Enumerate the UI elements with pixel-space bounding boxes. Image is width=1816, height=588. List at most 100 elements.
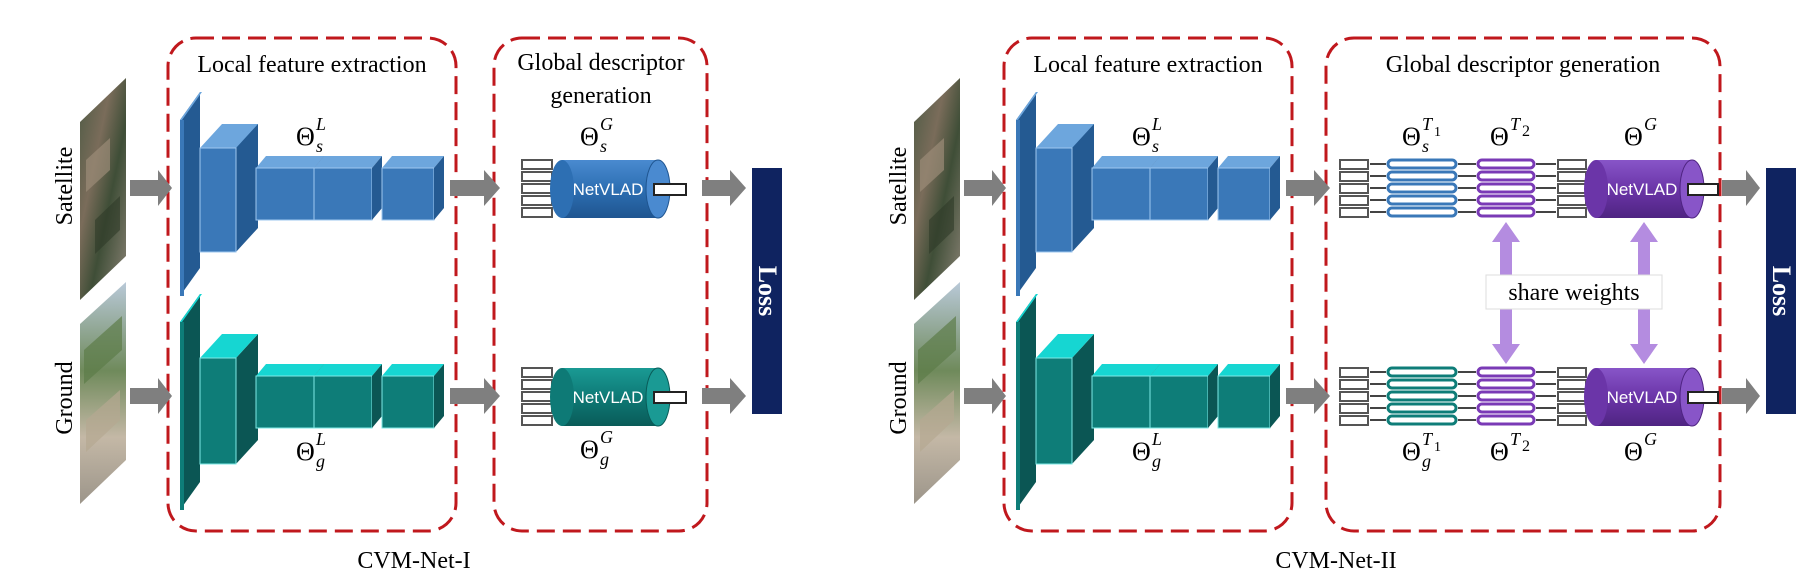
svg-text:g: g [600, 449, 609, 469]
satellite-feature-arrow [450, 170, 500, 206]
local-feature-box-2 [1002, 36, 1294, 533]
satellite-local-features [521, 159, 553, 218]
theta-g-T1-label: Θ T 1 g [1402, 429, 1441, 471]
share-weights-label: share weights [1508, 280, 1639, 306]
satellite-cnn-blocks-2 [1016, 92, 1280, 296]
svg-text:Θ: Θ [1624, 437, 1643, 466]
svg-text:G: G [1644, 114, 1657, 134]
satellite-image-2 [914, 78, 960, 300]
caption-cvm-net-2: CVM-Net-II [1275, 548, 1396, 574]
svg-text:Θ: Θ [296, 122, 315, 151]
svg-text:Θ: Θ [1490, 437, 1509, 466]
theta-g-G-label: Θ G g [580, 427, 613, 469]
local-feature-box [166, 36, 458, 533]
caption-cvm-net-1: CVM-Net-I [357, 548, 470, 574]
ground-local-features [521, 367, 553, 426]
global-descriptor-title-line2: generation [550, 83, 651, 109]
svg-text:Θ: Θ [1132, 437, 1151, 466]
ground-cnn-blocks [180, 294, 444, 510]
ground-label-2: Ground [886, 361, 912, 434]
svg-text:NetVLAD: NetVLAD [1607, 180, 1678, 199]
local-feature-title-2: Local feature extraction [1033, 52, 1262, 78]
svg-text:s: s [1152, 136, 1159, 156]
svg-text:Θ: Θ [1402, 437, 1421, 466]
ground-transform-T1 [1386, 366, 1458, 426]
ground-local-features-2 [1339, 367, 1369, 426]
satellite-input-arrow [130, 170, 172, 206]
satellite-descriptor-arrow [702, 170, 746, 206]
theta-G-top-label: Θ G [1624, 114, 1657, 151]
satellite-local-features-2 [1339, 159, 1369, 218]
svg-text:T: T [1422, 114, 1434, 134]
svg-text:L: L [1151, 429, 1162, 449]
ground-post-arrows [1536, 371, 1556, 421]
satellite-transform-T1 [1386, 158, 1458, 218]
theta-T2-bottom-label: Θ T 2 [1490, 429, 1530, 466]
ground-image-2 [914, 282, 960, 504]
svg-text:L: L [315, 114, 326, 134]
ground-image [80, 282, 126, 504]
svg-text:1: 1 [1434, 440, 1441, 455]
ground-input-arrow [130, 378, 172, 414]
netvlad-ground: NetVLAD [550, 367, 687, 427]
theta-s-L-label: Θ L s [296, 114, 326, 156]
loss-label-2: Loss [1767, 266, 1796, 317]
ground-T2-arrows [1458, 371, 1476, 421]
theta-T2-top-label: Θ T 2 [1490, 114, 1530, 151]
svg-text:Θ: Θ [580, 435, 599, 464]
ground-feature-arrow-2 [1286, 378, 1330, 414]
satellite-T1-arrows [1370, 163, 1386, 213]
svg-text:Θ: Θ [1624, 122, 1643, 151]
satellite-descriptor-arrow-2 [1722, 170, 1760, 206]
global-descriptor-title-line1: Global descriptor [517, 50, 684, 76]
cvm-net-1-panel: Local feature extraction Global descript… [52, 36, 782, 574]
svg-text:L: L [1151, 114, 1162, 134]
svg-text:NetVLAD: NetVLAD [1607, 388, 1678, 407]
satellite-label: Satellite [52, 147, 78, 226]
svg-text:g: g [1152, 451, 1161, 471]
satellite-label-2: Satellite [886, 147, 912, 226]
ground-feature-arrow [450, 378, 500, 414]
theta-s-G-label: Θ G s [580, 114, 613, 156]
svg-text:2: 2 [1522, 123, 1530, 140]
loss-bar [752, 168, 782, 414]
netvlad-satellite: NetVLAD [550, 159, 687, 219]
ground-T1-arrows [1370, 371, 1386, 421]
svg-text:L: L [315, 429, 326, 449]
ground-transform-T2 [1476, 366, 1536, 426]
satellite-input-arrow-2 [964, 170, 1006, 206]
cvm-net-2-panel: Local feature extraction Global descript… [886, 36, 1796, 574]
svg-text:g: g [1422, 451, 1431, 471]
svg-text:G: G [600, 427, 613, 447]
satellite-transformed-features [1557, 159, 1587, 218]
ground-descriptor-arrow-2 [1722, 378, 1760, 414]
global-descriptor-title-2: Global descriptor generation [1386, 52, 1661, 78]
svg-text:NetVLAD: NetVLAD [573, 388, 644, 407]
satellite-post-arrows [1536, 163, 1556, 213]
ground-transformed-features [1557, 367, 1587, 426]
satellite-image [80, 78, 126, 300]
loss-label: Loss [753, 266, 782, 317]
svg-text:T: T [1510, 114, 1522, 134]
netvlad-satellite-2: NetVLAD [1584, 159, 1719, 219]
svg-text:Θ: Θ [1132, 122, 1151, 151]
svg-text:s: s [600, 136, 607, 156]
ground-cnn-blocks-2 [1016, 294, 1280, 510]
svg-text:1: 1 [1434, 125, 1441, 140]
svg-text:2: 2 [1522, 438, 1530, 455]
theta-s-T1-label: Θ T 1 s [1402, 114, 1441, 156]
theta-g-L-label: Θ L g [296, 429, 326, 471]
svg-text:G: G [600, 114, 613, 134]
svg-text:Θ: Θ [296, 437, 315, 466]
svg-text:G: G [1644, 429, 1657, 449]
theta-g-L-label-2: Θ L g [1132, 429, 1162, 471]
svg-text:NetVLAD: NetVLAD [573, 180, 644, 199]
svg-text:Θ: Θ [1402, 122, 1421, 151]
local-feature-title: Local feature extraction [197, 52, 426, 78]
theta-G-bottom-label: Θ G [1624, 429, 1657, 466]
satellite-feature-arrow-2 [1286, 170, 1330, 206]
svg-text:Θ: Θ [580, 122, 599, 151]
svg-text:T: T [1510, 429, 1522, 449]
netvlad-ground-2: NetVLAD [1584, 367, 1719, 427]
